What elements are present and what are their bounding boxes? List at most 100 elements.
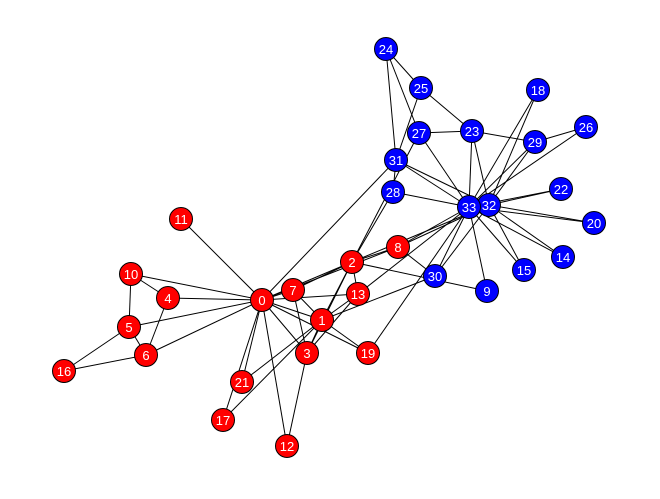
edge-0-10 (130, 273, 263, 301)
node-32: 32 (477, 193, 501, 217)
node-19: 19 (356, 341, 380, 365)
node-3: 3 (295, 341, 319, 365)
node-22: 22 (549, 177, 573, 201)
node-label-31: 31 (389, 153, 403, 168)
node-circle-11 (169, 207, 193, 231)
node-16: 16 (52, 359, 76, 383)
node-label-5: 5 (125, 320, 132, 335)
edge-0-6 (145, 299, 263, 356)
edge-1-30 (321, 275, 436, 321)
node-circle-18 (526, 78, 550, 102)
node-label-10: 10 (124, 267, 138, 282)
node-circle-12 (275, 434, 299, 458)
node-circle-15 (512, 258, 536, 282)
edge-15-32 (488, 204, 525, 271)
node-33: 33 (457, 195, 481, 219)
node-circle-6 (134, 343, 158, 367)
node-label-16: 16 (57, 364, 71, 379)
node-label-12: 12 (280, 439, 294, 454)
edge-18-33 (468, 89, 539, 208)
node-circle-22 (549, 177, 573, 201)
node-label-22: 22 (554, 182, 568, 197)
edge-0-4 (167, 297, 263, 301)
edge-0-12 (261, 299, 288, 447)
node-circle-20 (582, 211, 606, 235)
node-circle-13 (346, 282, 370, 306)
node-label-7: 7 (289, 283, 296, 298)
node-circle-19 (356, 341, 380, 365)
node-circle-27 (407, 121, 431, 145)
node-circle-21 (230, 370, 254, 394)
edge-8-33 (397, 206, 470, 248)
node-circle-29 (523, 130, 547, 154)
node-label-9: 9 (483, 284, 490, 299)
node-4: 4 (156, 286, 180, 310)
node-label-20: 20 (587, 216, 601, 231)
node-label-26: 26 (579, 120, 593, 135)
edge-27-33 (418, 132, 470, 208)
edge-2-3 (306, 261, 353, 354)
edge-14-32 (488, 204, 564, 258)
node-label-19: 19 (361, 346, 375, 361)
node-label-13: 13 (351, 287, 365, 302)
node-1: 1 (310, 308, 334, 332)
edge-2-9 (351, 261, 488, 292)
edge-25-31 (395, 87, 422, 161)
node-circle-10 (119, 262, 143, 286)
node-circle-23 (460, 119, 484, 143)
nodes-layer: 0123456789101112131415161718192021222324… (52, 37, 606, 458)
edge-13-33 (357, 206, 470, 295)
node-18: 18 (526, 78, 550, 102)
node-label-29: 29 (528, 135, 542, 150)
node-circle-17 (211, 408, 235, 432)
edge-31-33 (395, 159, 470, 208)
node-21: 21 (230, 370, 254, 394)
node-28: 28 (381, 180, 405, 204)
edge-29-33 (468, 141, 536, 208)
node-2: 2 (340, 250, 364, 274)
node-10: 10 (119, 262, 143, 286)
node-label-14: 14 (556, 250, 570, 265)
node-11: 11 (169, 207, 193, 231)
node-12: 12 (275, 434, 299, 458)
edge-0-13 (261, 293, 359, 301)
edge-0-5 (128, 299, 263, 328)
node-circle-1 (310, 308, 334, 332)
node-label-6: 6 (142, 348, 149, 363)
edge-30-33 (434, 206, 470, 277)
node-23: 23 (460, 119, 484, 143)
node-circle-7 (281, 278, 305, 302)
node-27: 27 (407, 121, 431, 145)
node-circle-9 (475, 279, 499, 303)
edge-23-33 (468, 130, 473, 208)
node-circle-3 (295, 341, 319, 365)
node-label-4: 4 (164, 291, 171, 306)
edge-24-27 (385, 48, 420, 134)
node-25: 25 (409, 76, 433, 100)
node-circle-25 (409, 76, 433, 100)
node-circle-24 (374, 37, 398, 61)
edge-28-33 (392, 191, 470, 208)
edge-15-33 (468, 206, 525, 271)
edge-24-31 (385, 48, 397, 161)
node-circle-33 (457, 195, 481, 219)
edge-0-31 (261, 159, 397, 301)
edges-layer (63, 48, 595, 447)
node-label-27: 27 (412, 126, 426, 141)
edge-30-32 (434, 204, 490, 277)
node-circle-14 (551, 245, 575, 269)
node-label-30: 30 (428, 269, 442, 284)
node-label-33: 33 (462, 200, 476, 215)
node-circle-5 (117, 315, 141, 339)
node-8: 8 (386, 235, 410, 259)
node-circle-2 (340, 250, 364, 274)
edge-6-16 (63, 354, 147, 372)
node-13: 13 (346, 282, 370, 306)
node-14: 14 (551, 245, 575, 269)
node-circle-30 (423, 264, 447, 288)
node-17: 17 (211, 408, 235, 432)
node-20: 20 (582, 211, 606, 235)
node-24: 24 (374, 37, 398, 61)
node-label-15: 15 (517, 263, 531, 278)
